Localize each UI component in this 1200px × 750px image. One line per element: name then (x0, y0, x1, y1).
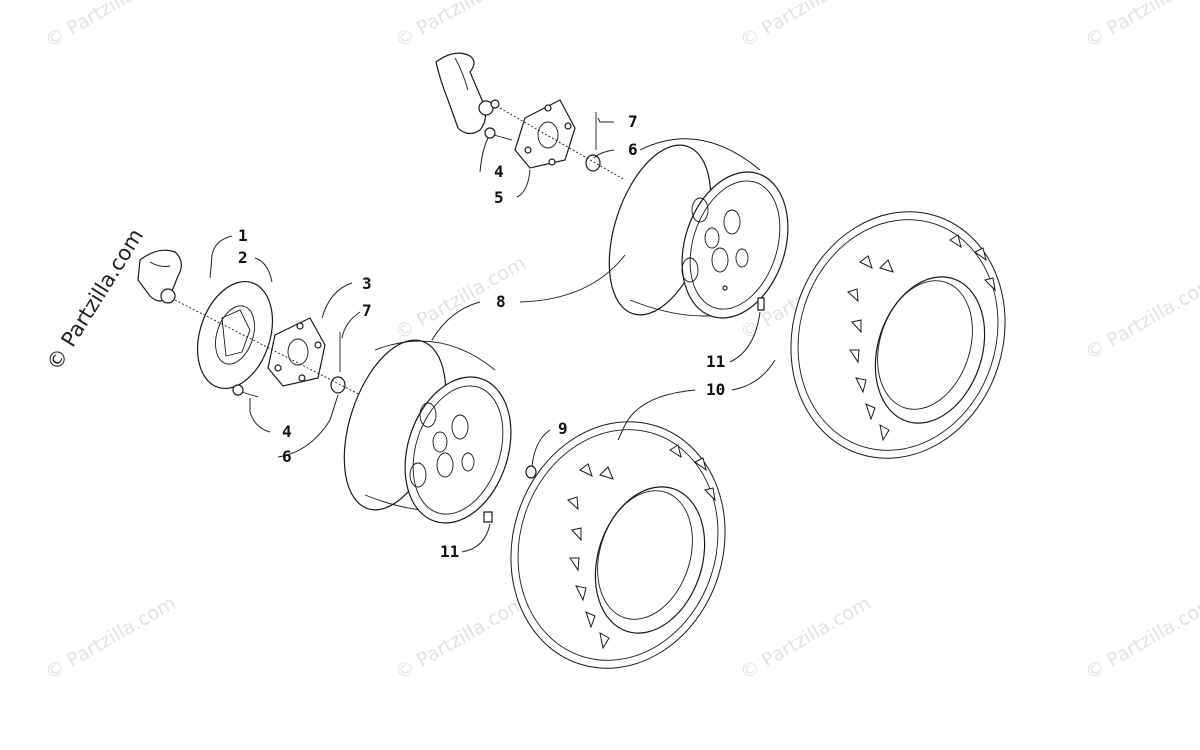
rear-valve-stem (757, 297, 765, 311)
front-wheel-rim (343, 339, 512, 524)
watermark: © Partzilla.com (392, 252, 530, 344)
front-knuckle (137, 249, 182, 304)
front-tire (510, 421, 726, 669)
watermark: © Partzilla.com (737, 592, 875, 684)
callout-2: 2 (238, 248, 248, 267)
callout-6-rear: 6 (628, 140, 638, 159)
callout-4-front: 4 (282, 422, 292, 441)
callout-7-rear: 7 (628, 112, 638, 131)
callout-10: 10 (706, 380, 725, 399)
watermark: © Partzilla.com (1082, 0, 1200, 52)
front-hub (267, 317, 326, 387)
watermark: © Partzilla.com (392, 592, 530, 684)
callout-1: 1 (238, 226, 248, 245)
leader-lines (209, 117, 776, 553)
rear-hub-bolt (484, 127, 513, 141)
callout-4-rear: 4 (494, 162, 504, 181)
brand-watermark: © Partzilla.com (42, 224, 148, 374)
front-axle-nut (330, 332, 346, 394)
callouts: 1 2 3 7 4 6 8 9 11 7 6 4 5 11 10 (238, 112, 725, 561)
callout-9: 9 (558, 419, 568, 438)
rear-tire (790, 211, 1006, 459)
brake-disc (197, 280, 273, 390)
rear-knuckle (435, 52, 500, 135)
callout-3: 3 (362, 274, 372, 293)
watermark: © Partzilla.com (42, 592, 180, 684)
watermark: © Partzilla.com (42, 0, 180, 52)
callout-11-rear: 11 (706, 352, 725, 371)
front-valve-stem (483, 511, 493, 523)
rear-wheel-rim (608, 138, 789, 319)
callout-11-front: 11 (440, 542, 459, 561)
callout-8: 8 (496, 292, 506, 311)
rear-axle-nut (585, 112, 601, 172)
callout-7-front: 7 (362, 301, 372, 320)
front-hub-bolt (232, 384, 259, 398)
callout-5: 5 (494, 188, 504, 207)
watermark: © Partzilla.com (392, 0, 530, 52)
watermark: © Partzilla.com (1082, 592, 1200, 684)
watermark: © Partzilla.com (737, 0, 875, 52)
front-lug-nut (525, 465, 537, 479)
watermark: © Partzilla.com (1082, 272, 1200, 364)
rear-hub (514, 99, 576, 169)
callout-6-front: 6 (282, 447, 292, 466)
